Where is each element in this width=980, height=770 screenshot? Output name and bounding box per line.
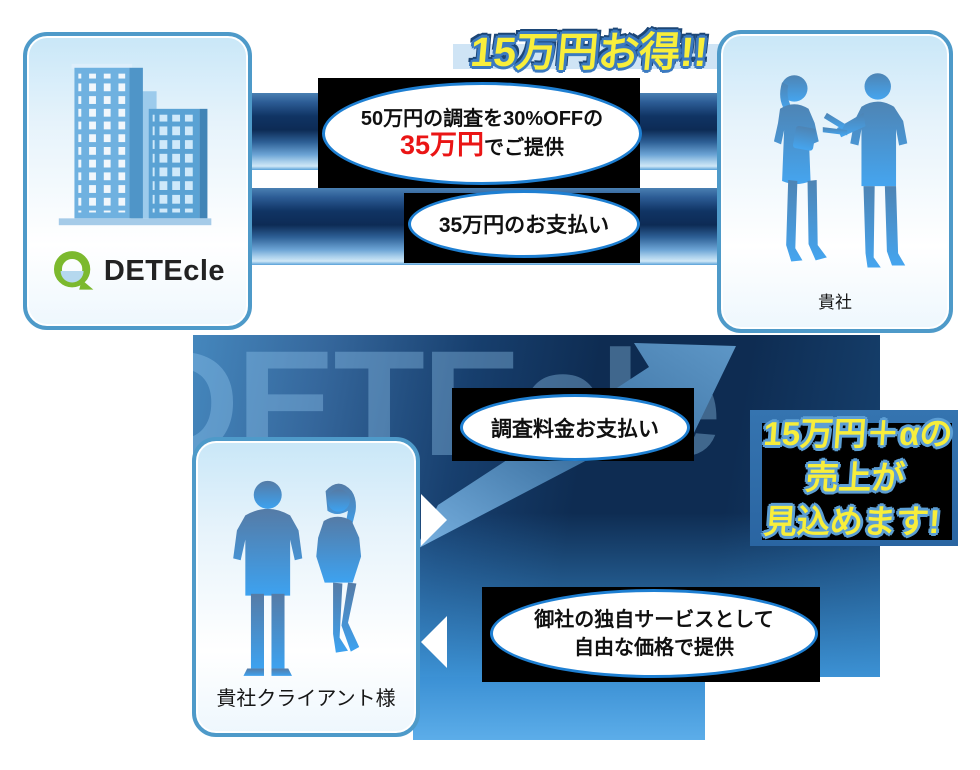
- service-bubble: 御社の独自サービスとして 自由な価格で提供: [490, 589, 818, 678]
- business-people-silhouette: [773, 73, 908, 268]
- payment-bubble: 35万円のお支払い: [408, 190, 640, 258]
- payment-text: 35万円のお支払い: [438, 214, 610, 237]
- profit-note: 15万円＋αの 売上が 見込めます!: [735, 412, 974, 544]
- savings-badge-band: [453, 44, 723, 69]
- detecle-logo-text: DETEcle: [103, 254, 226, 287]
- detecle-card: DETEcle: [23, 32, 252, 330]
- offer-bubble: 50万円の調査を30%OFFの 35万円でご提供: [322, 82, 642, 185]
- client-payment-bubble: 調査料金お支払い: [460, 394, 690, 461]
- offer-suffix: でご提供: [484, 137, 565, 159]
- profit-line1: 15万円＋αの: [762, 415, 954, 452]
- service-line1: 御社の独自サービスとして: [534, 608, 774, 631]
- client-payment-text: 調査料金お支払い: [491, 417, 659, 441]
- offer-line1: 50万円の調査を30%OFFの: [360, 108, 604, 130]
- savings-badge: 15万円お得!!: [468, 29, 710, 75]
- kisha-card: 貴社: [717, 30, 953, 333]
- office-building-illustration: [58, 63, 211, 226]
- offer-line2: 35万円でご提供: [400, 132, 564, 161]
- offer-price: 35万円: [399, 130, 485, 160]
- profit-line2: 売上が: [804, 459, 906, 496]
- detecle-logo: DETEcle: [50, 248, 225, 294]
- profit-line3: 見込めます!: [762, 503, 942, 540]
- service-line2: 自由な価格で提供: [574, 636, 734, 659]
- client-couple-silhouette: [233, 480, 362, 676]
- background-banner-extension: [413, 677, 705, 740]
- detecle-logo-icon: [53, 251, 94, 290]
- kisha-label: 貴社: [818, 293, 852, 312]
- profit-note-backdrop: [762, 423, 952, 540]
- client-label: 貴社クライアント様: [216, 688, 396, 710]
- client-card: 貴社クライアント様: [192, 437, 420, 737]
